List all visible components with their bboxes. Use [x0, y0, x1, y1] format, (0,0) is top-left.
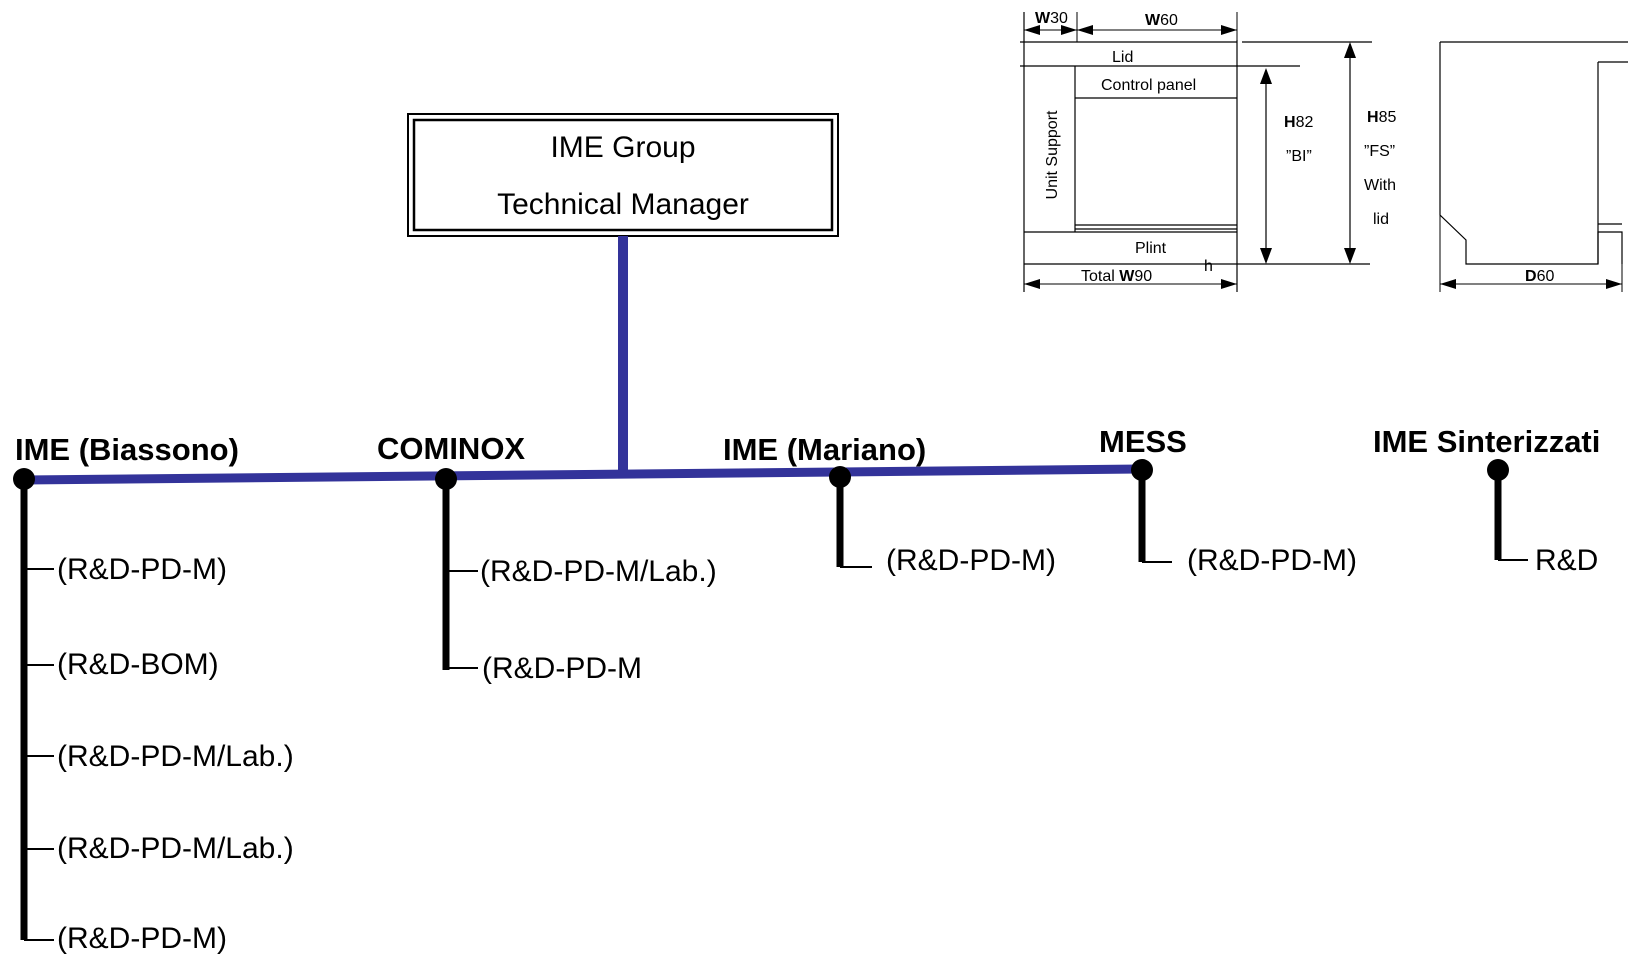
side-view-outline [1439, 41, 1628, 265]
label-total-w90: Total W90 [1081, 268, 1152, 286]
dim-d60-value: 60 [1536, 268, 1555, 285]
arrow [1344, 42, 1356, 58]
total-w90-letter: W [1119, 268, 1135, 285]
arrow [1606, 279, 1622, 289]
node-mariano [829, 466, 851, 488]
subitem-biassono-1: (R&D-PD-M) [57, 553, 227, 586]
dim-h85: H85 [1367, 109, 1396, 127]
dim-h82: H82 [1284, 114, 1313, 132]
label-h: h [1204, 258, 1213, 275]
total-w90-prefix: Total [1081, 268, 1120, 285]
label-lid: Lid [1112, 49, 1134, 66]
manager-box-inner [412, 118, 834, 232]
node-biassono [13, 468, 35, 490]
arrow [1440, 279, 1456, 289]
label-bi: ”BI” [1286, 148, 1312, 165]
dim-w60-letter: W [1145, 12, 1161, 29]
branch-label-mariano: IME (Mariano) [723, 432, 927, 467]
label-fs: ”FS” [1364, 143, 1396, 160]
technical-drawing [1020, 12, 1628, 292]
dim-d60-letter: D [1525, 268, 1537, 285]
subitem-cominox-1: (R&D-PD-M/Lab.) [480, 555, 717, 588]
subitem-mess-1: (R&D-PD-M) [1187, 544, 1357, 577]
label-unit-support: Unit Support [1044, 110, 1061, 200]
subitem-biassono-4: (R&D-PD-M/Lab.) [57, 832, 294, 865]
branch-label-biassono: IME (Biassono) [15, 432, 239, 467]
dim-h82-letter: H [1284, 114, 1296, 131]
dim-h85-value: 85 [1378, 109, 1397, 126]
arrow [1221, 279, 1237, 289]
label-control-panel: Control panel [1101, 77, 1197, 94]
node-cominox [435, 468, 457, 490]
dim-w30-letter: W [1035, 10, 1051, 27]
arrow [1024, 279, 1040, 289]
arrow [1344, 248, 1356, 264]
arrow [1221, 25, 1237, 35]
label-lid-2: lid [1373, 211, 1390, 228]
subitem-biassono-5: (R&D-PD-M) [57, 922, 227, 955]
subitem-cominox-2: (R&D-PD-M [482, 652, 642, 685]
arrow [1260, 68, 1272, 84]
total-w90-value: 90 [1134, 268, 1153, 285]
branch-label-cominox: COMINOX [377, 431, 526, 466]
arrow [1061, 25, 1077, 35]
subitem-ticks [24, 559, 1528, 941]
dim-w60: W60 [1145, 12, 1178, 30]
dim-w60-value: 60 [1160, 12, 1178, 29]
manager-subtitle: Technical Manager [497, 188, 749, 221]
node-sinterizzati [1487, 459, 1509, 481]
dim-w30-value: 30 [1050, 10, 1068, 27]
branch-label-sinterizzati: IME Sinterizzati [1373, 424, 1601, 459]
subitem-biassono-3: (R&D-PD-M/Lab.) [57, 740, 294, 773]
dim-h85-letter: H [1367, 109, 1379, 126]
manager-title: IME Group [550, 131, 696, 164]
subitem-sinterizzati-1: R&D [1535, 544, 1599, 577]
subitem-mariano-1: (R&D-PD-M) [886, 544, 1056, 577]
dim-d60: D60 [1525, 268, 1554, 286]
node-mess [1131, 459, 1153, 481]
subitem-biassono-2: (R&D-BOM) [57, 648, 219, 681]
dim-h82-value: 82 [1295, 114, 1314, 131]
label-with: With [1364, 177, 1396, 194]
branch-label-mess: MESS [1099, 424, 1187, 459]
arrow [1024, 25, 1040, 35]
arrow [1260, 248, 1272, 264]
dimension-arrows [1024, 25, 1622, 289]
arrow [1077, 25, 1093, 35]
dim-w30: W30 [1035, 10, 1068, 28]
label-plint: Plint [1135, 240, 1167, 257]
main-horizontal-line [23, 464, 1142, 485]
